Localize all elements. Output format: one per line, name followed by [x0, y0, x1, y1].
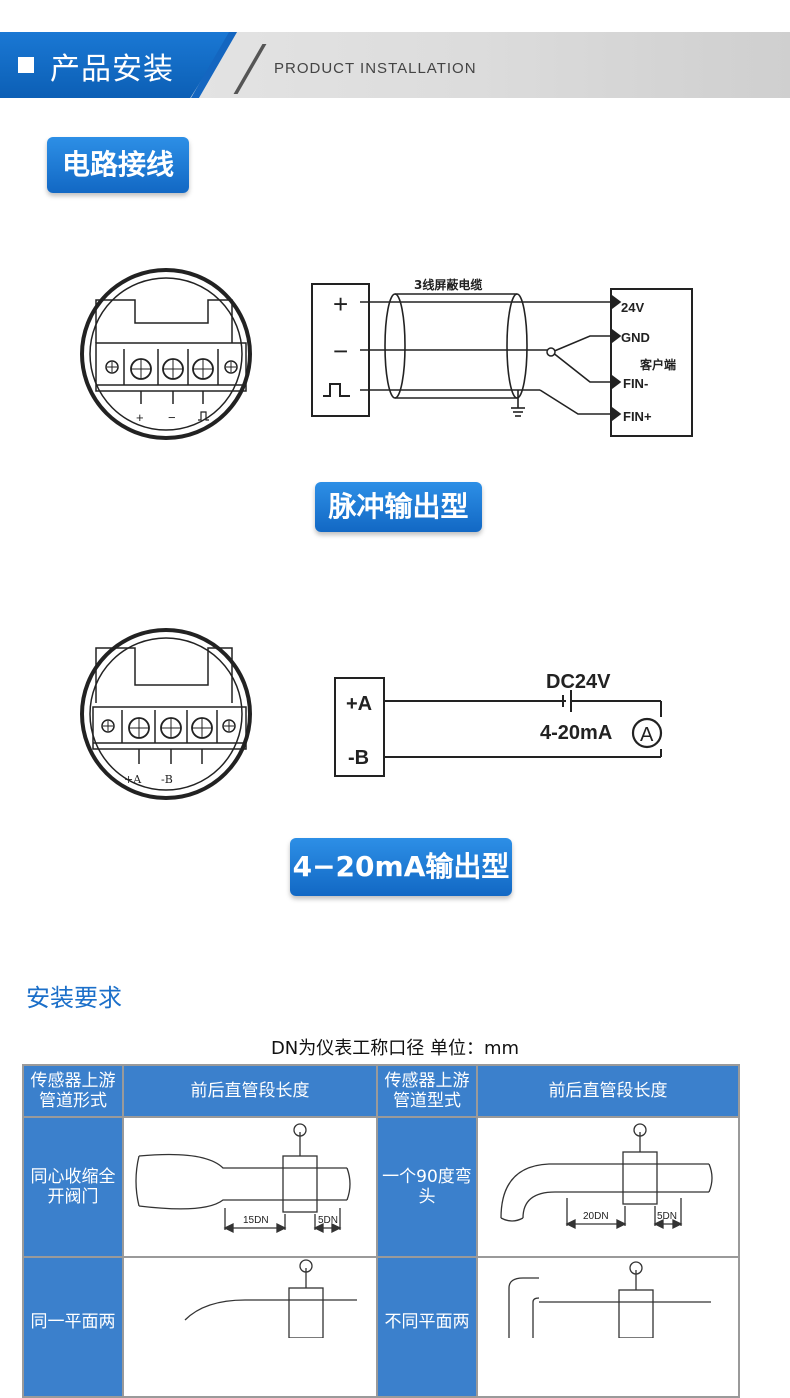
elbow-pipe-diagram: 20DN 5DN: [500, 1123, 713, 1230]
client-label: 客户端: [639, 357, 676, 372]
ammeter-symbol: A: [640, 724, 654, 746]
upstream-length-label: 15DN: [243, 1215, 269, 1226]
section-title: 产品安装: [50, 52, 174, 87]
pulse-output-label: 脉冲输出型: [315, 482, 482, 532]
sensor-terminal-box: [334, 677, 385, 777]
pulse-signal-icon: [323, 383, 350, 397]
loop-wires: [384, 690, 662, 758]
header-straight-length: 前后直管段长度: [122, 1064, 378, 1118]
cable-label: 3线屏蔽电缆: [414, 277, 482, 292]
install-requirements-table: 传感器上游管道形式 前后直管段长度 传感器上游管道型式 前后直管段长度 同心收缩…: [22, 1064, 740, 1398]
double-elbow-3d-pipe-diagram: [508, 1261, 711, 1339]
ammeter-icon: [631, 717, 663, 749]
header-blue-panel: 产品安装: [0, 32, 232, 98]
terminal-housing-icon: [80, 628, 252, 800]
section-header: 产品安装 PRODUCT INSTALLATION: [0, 32, 790, 98]
supply-label: DC24V: [546, 671, 611, 693]
upstream-type-cell: 一个90度弯头: [376, 1116, 478, 1258]
header-upstream-type: 传感器上游管道型式: [376, 1064, 478, 1118]
analog-wiring-diagram: +A -B +A -B A DC24V 4-20mA: [80, 628, 663, 800]
table-row: 同心收缩全开阀门: [22, 1116, 740, 1258]
downstream-length-label: 5DN: [318, 1215, 338, 1226]
square-icon: [18, 57, 34, 73]
cable-shield: [384, 293, 622, 422]
upstream-type-cell: 不同平面两: [376, 1256, 478, 1398]
terminal-housing-icon: [80, 268, 252, 440]
terminal-minus-label: −: [168, 410, 176, 425]
reducer-pipe-diagram: 15DN 5DN: [135, 1123, 351, 1234]
cable-wires: [360, 301, 612, 417]
analog-output-label: 4−20mA输出型: [290, 838, 512, 896]
meter-label: 4-20mA: [540, 722, 612, 744]
table-row: 同一平面两 不同平面两: [22, 1256, 740, 1398]
junction-node: [546, 347, 556, 357]
client-pin-24v: 24V: [621, 300, 644, 315]
client-pin-fin-minus: FIN-: [623, 376, 648, 391]
upstream-type-cell: 同心收缩全开阀门: [22, 1116, 124, 1258]
pipe-diagram-cell: 20DN 5DN: [476, 1116, 740, 1258]
header-upstream-type: 传感器上游管道形式: [22, 1064, 124, 1118]
header-straight-length: 前后直管段长度: [476, 1064, 740, 1118]
pipe-diagram-cell: [476, 1256, 740, 1398]
pulse-wiring-diagram: + − + − 3线屏蔽电缆 24V GND 客户端 FIN- FIN+: [80, 268, 693, 440]
client-terminal-box: [610, 288, 693, 437]
install-requirements-title: 安装要求: [26, 984, 122, 1012]
pipe-diagram-cell: [122, 1256, 378, 1398]
pipe-diagram-cell: 15DN 5DN: [122, 1116, 378, 1258]
client-pin-fin-plus: FIN+: [623, 409, 652, 424]
section-subtitle: PRODUCT INSTALLATION: [274, 60, 477, 77]
upstream-type-cell: 同一平面两: [22, 1256, 124, 1398]
terminal-a-label: +A: [124, 773, 142, 786]
client-pin-gnd: GND: [621, 330, 650, 345]
sensor-plus-sign: +: [333, 289, 348, 319]
sensor-terminal-a: +A: [346, 693, 372, 715]
upstream-length-label: 20DN: [583, 1211, 609, 1222]
sensor-terminal-b: -B: [348, 747, 369, 769]
double-elbow-pipe-diagram: [184, 1259, 357, 1339]
wiring-heading: 电路接线: [47, 137, 189, 193]
terminal-plus-label: +: [136, 410, 144, 425]
downstream-length-label: 5DN: [657, 1211, 677, 1222]
terminal-b-label: -B: [161, 773, 173, 786]
sensor-minus-sign: −: [333, 336, 348, 366]
table-caption: DN为仪表工称口径 单位：mm: [270, 1038, 520, 1059]
table-header-row: 传感器上游管道形式 前后直管段长度 传感器上游管道型式 前后直管段长度: [22, 1064, 740, 1118]
